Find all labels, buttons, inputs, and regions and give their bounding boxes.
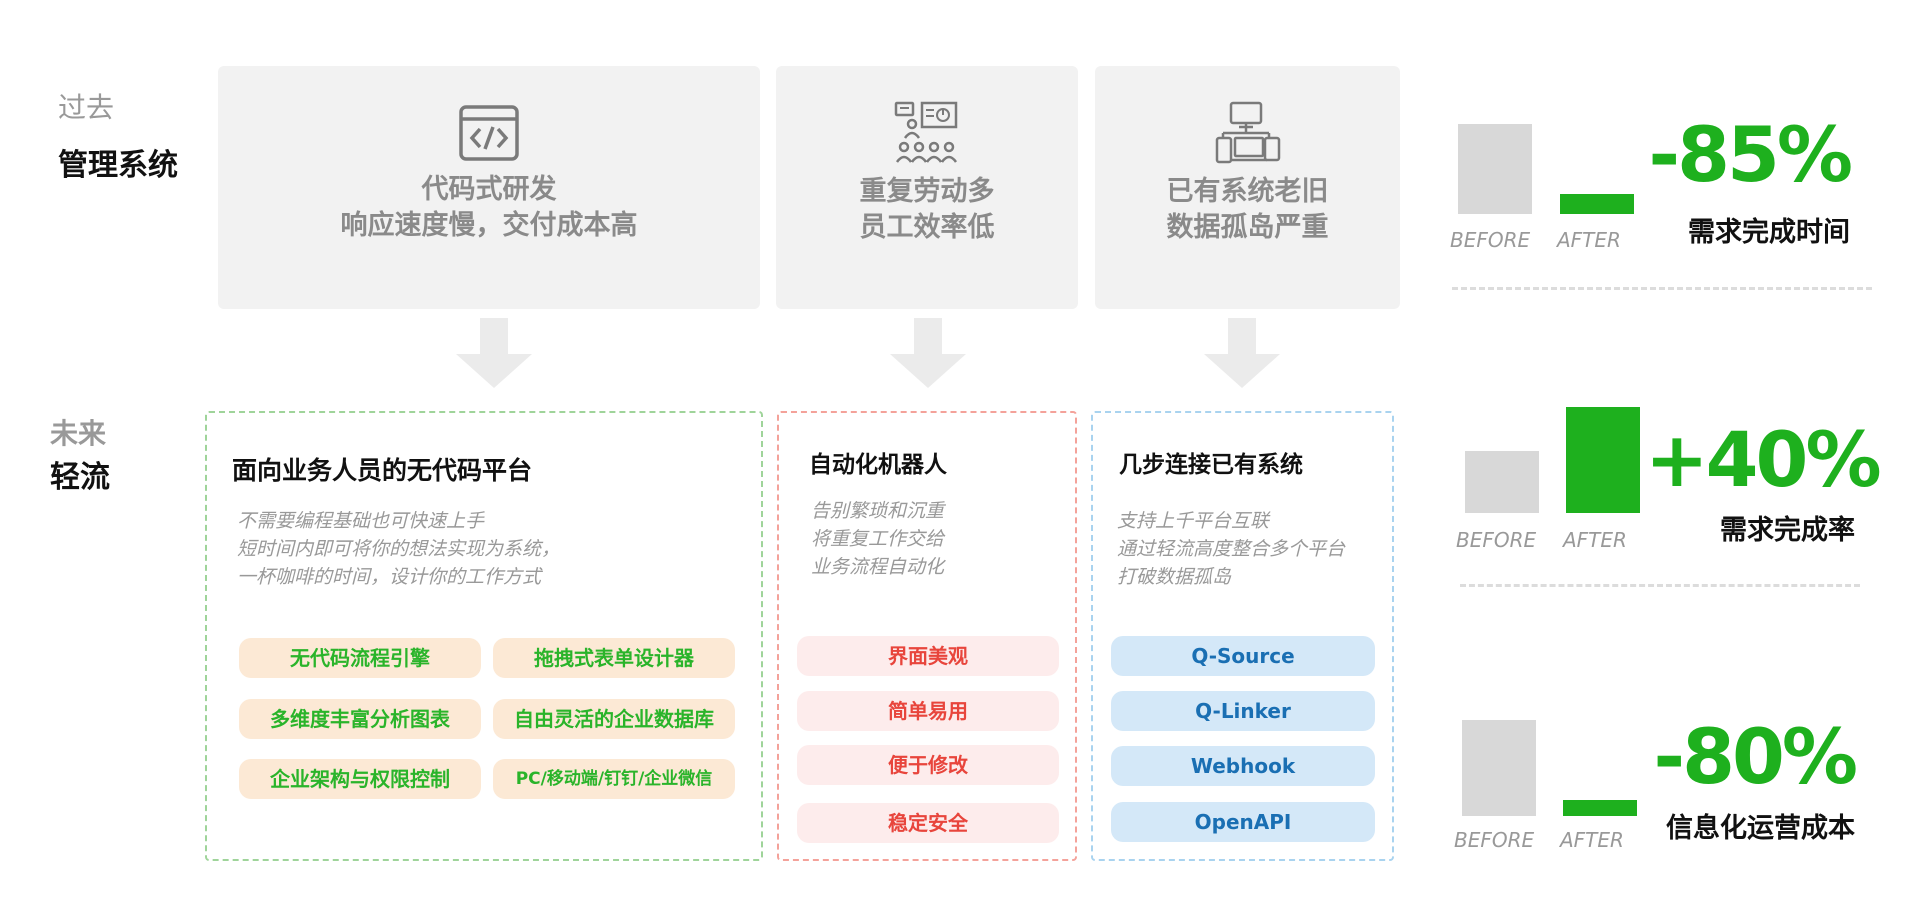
past-card-code-line1: 代码式研发 <box>421 174 557 205</box>
stat3-after-bar <box>1563 800 1637 816</box>
past-card-labor: 重复劳动多 员工效率低 <box>776 66 1078 309</box>
stat3-before-bar <box>1462 720 1536 816</box>
code-window-icon <box>459 105 519 161</box>
connect-desc-line: 支持上千平台互联 <box>1117 510 1270 532</box>
past-card-labor-line1: 重复劳动多 <box>859 176 995 207</box>
nocode-box-title: 面向业务人员的无代码平台 <box>232 456 533 485</box>
stat1-metric: 需求完成时间 <box>1688 217 1850 248</box>
nocode-box-desc: 不需要编程基础也可快速上手 短时间内即可将你的想法实现为系统， 一杯咖啡的时间，… <box>237 507 560 591</box>
down-arrow-icon <box>890 318 966 388</box>
feature-pill: 拖拽式表单设计器 <box>493 638 735 678</box>
feature-pill: OpenAPI <box>1111 802 1375 842</box>
stat1-before-label: BEFORE <box>1450 228 1531 252</box>
stat2-after-label: AFTER <box>1563 528 1627 552</box>
feature-pill: Q-Linker <box>1111 691 1375 731</box>
past-title: 管理系统 <box>58 148 178 183</box>
robot-desc-line: 将重复工作交给 <box>811 528 945 550</box>
past-card-code-line2: 响应速度慢，交付成本高 <box>340 210 638 241</box>
stat1-after-bar <box>1560 194 1634 214</box>
stat2-after-bar <box>1566 407 1640 513</box>
feature-pill: 无代码流程引擎 <box>239 638 481 678</box>
connect-desc-line: 打破数据孤岛 <box>1117 566 1232 588</box>
past-card-labor-line2: 员工效率低 <box>859 212 995 243</box>
stat2-metric: 需求完成率 <box>1720 515 1855 546</box>
connect-desc-line: 通过轻流高度整合多个平台 <box>1117 538 1346 560</box>
feature-pill: PC/移动端/钉钉/企业微信 <box>493 759 735 799</box>
robot-box-title: 自动化机器人 <box>809 452 947 478</box>
robot-desc-line: 告别繁琐和沉重 <box>811 500 945 522</box>
robot-box-desc: 告别繁琐和沉重 将重复工作交给 业务流程自动化 <box>811 497 944 581</box>
feature-pill: 自由灵活的企业数据库 <box>493 699 735 739</box>
stat3-change: -80% <box>1653 712 1858 801</box>
stat1-after-label: AFTER <box>1557 228 1621 252</box>
connect-box-desc: 支持上千平台互联 通过轻流高度整合多个平台 打破数据孤岛 <box>1117 507 1345 591</box>
feature-pill: 稳定安全 <box>797 803 1059 843</box>
feature-pill: 便于修改 <box>797 745 1059 785</box>
stat3-metric: 信息化运营成本 <box>1666 813 1855 844</box>
past-label: 过去 <box>58 91 115 124</box>
down-arrow-icon <box>1204 318 1280 388</box>
stat1-before-bar <box>1458 124 1532 214</box>
stat2-before-bar <box>1465 451 1539 513</box>
stat3-before-label: BEFORE <box>1454 828 1535 852</box>
robot-desc-line: 业务流程自动化 <box>811 556 945 578</box>
divider <box>1460 584 1860 587</box>
nocode-desc-line: 一杯咖啡的时间，设计你的工作方式 <box>237 566 542 588</box>
feature-pill: 界面美观 <box>797 636 1059 676</box>
feature-pill: Q-Source <box>1111 636 1375 676</box>
down-arrow-icon <box>456 318 532 388</box>
feature-pill: Webhook <box>1111 746 1375 786</box>
stat2-change: +40% <box>1645 415 1882 504</box>
divider <box>1452 287 1872 290</box>
feature-pill: 企业架构与权限控制 <box>239 759 481 799</box>
past-card-legacy: 已有系统老旧 数据孤岛严重 <box>1095 66 1400 309</box>
devices-icon <box>1215 101 1280 164</box>
future-title: 轻流 <box>50 460 110 495</box>
stat2-before-label: BEFORE <box>1456 528 1537 552</box>
future-label: 未来 <box>50 417 107 450</box>
past-card-code: 代码式研发 响应速度慢，交付成本高 <box>218 66 760 309</box>
past-card-legacy-line2: 数据孤岛严重 <box>1166 212 1329 243</box>
stat1-change: -85% <box>1648 110 1853 199</box>
automation-robot-box: 自动化机器人 告别繁琐和沉重 将重复工作交给 业务流程自动化 界面美观 简单易用… <box>777 411 1077 861</box>
feature-pill: 多维度丰富分析图表 <box>239 699 481 739</box>
past-card-legacy-line1: 已有系统老旧 <box>1166 176 1329 207</box>
meeting-people-icon <box>894 101 958 163</box>
nocode-platform-box: 面向业务人员的无代码平台 不需要编程基础也可快速上手 短时间内即可将你的想法实现… <box>205 411 763 861</box>
connect-box-title: 几步连接已有系统 <box>1119 452 1303 478</box>
stat3-after-label: AFTER <box>1560 828 1624 852</box>
feature-pill: 简单易用 <box>797 691 1059 731</box>
nocode-desc-line: 不需要编程基础也可快速上手 <box>237 510 485 532</box>
nocode-desc-line: 短时间内即可将你的想法实现为系统， <box>237 538 561 560</box>
connect-systems-box: 几步连接已有系统 支持上千平台互联 通过轻流高度整合多个平台 打破数据孤岛 Q-… <box>1091 411 1394 861</box>
